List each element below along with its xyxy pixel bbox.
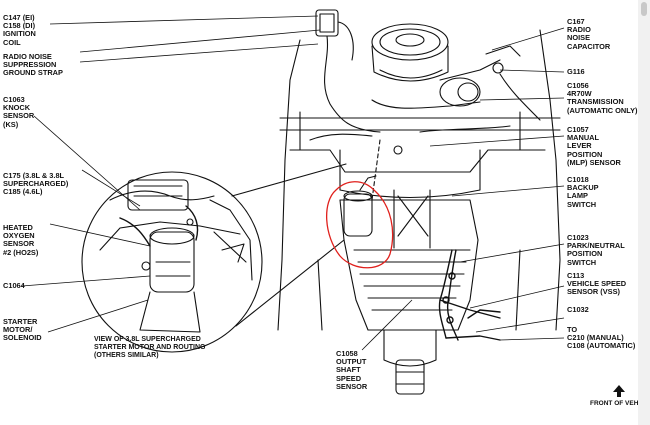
inset-caption: VIEW OF 3.8L SUPERCHARGED STARTER MOTOR … <box>94 336 206 359</box>
transmission-case <box>339 189 479 395</box>
frame-crossmember <box>279 111 561 199</box>
radio-capacitor <box>439 45 541 121</box>
body-outline-right <box>539 29 561 331</box>
harness-right <box>438 249 501 341</box>
label-g116: G116 <box>567 67 585 76</box>
scroll-thumb[interactable] <box>641 2 647 16</box>
air-cleaner <box>371 23 449 82</box>
ignition-coil <box>315 9 381 133</box>
scrollbar[interactable] <box>638 0 650 425</box>
body-outline-left <box>277 39 301 331</box>
starter-motor <box>343 175 377 237</box>
highlight-circle <box>325 181 394 269</box>
label-c1032: C1032 <box>567 305 589 314</box>
front-of-vehicle-label: FRONT OF VEHICLE <box>590 400 650 407</box>
front-arrow-icon <box>613 385 625 397</box>
inset-view <box>81 171 263 353</box>
label-c1064: C1064 <box>3 281 25 290</box>
